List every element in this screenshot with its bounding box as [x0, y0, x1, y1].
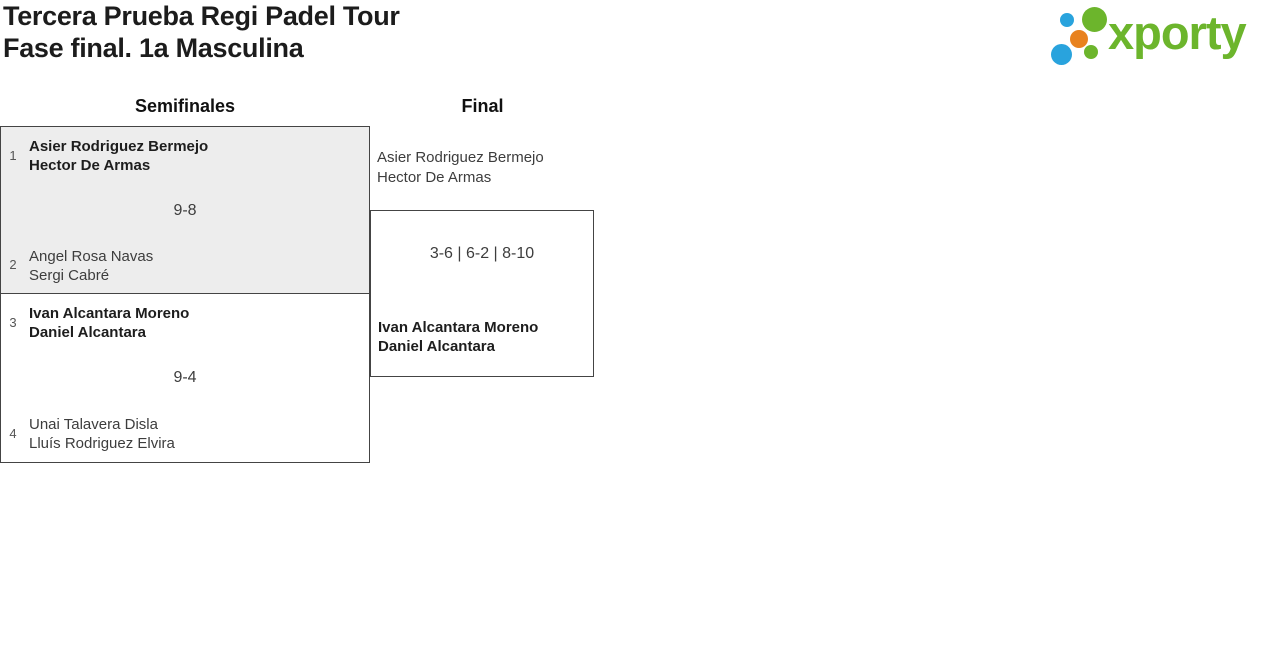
match-score: 9-4: [173, 369, 197, 386]
logo-dot-icon: [1051, 44, 1072, 65]
match-semifinal-1: 1 Asier Rodriguez Bermejo Hector De Arma…: [0, 126, 370, 294]
team-semifinal1-top: Asier Rodriguez Bermejo Hector De Armas: [29, 137, 208, 175]
match-semifinal-2: 3 Ivan Alcantara Moreno Daniel Alcantara…: [0, 293, 370, 463]
logo-dot-icon: [1084, 45, 1098, 59]
seed-number: 2: [9, 257, 17, 272]
match-final: 3-6 | 6-2 | 8-10 Ivan Alcantara Moreno D…: [370, 210, 594, 377]
player-name: Asier Rodriguez Bermejo: [29, 138, 209, 155]
page-title: Tercera Prueba Regi Padel Tour Fase fina…: [3, 0, 400, 64]
player-name: Daniel Alcantara: [378, 338, 495, 355]
final-score: 3-6 | 6-2 | 8-10: [429, 245, 535, 262]
xporty-logo[interactable]: xporty: [1048, 5, 1278, 71]
round-header-final: Final: [461, 96, 504, 116]
tournament-name: Tercera Prueba Regi Padel Tour: [3, 1, 400, 31]
logo-dot-icon: [1060, 13, 1074, 27]
phase-name: Fase final. 1a Masculina: [3, 33, 304, 63]
xporty-wordmark: xporty: [1108, 6, 1247, 59]
player-name: Angel Rosa Navas: [29, 248, 154, 265]
player-name: Lluís Rodriguez Elvira: [29, 435, 175, 452]
player-name: Sergi Cabré: [29, 267, 110, 284]
seed-number: 1: [9, 148, 17, 163]
logo-dot-icon: [1070, 30, 1088, 48]
team-semifinal1-bottom: Angel Rosa Navas Sergi Cabré: [29, 247, 153, 285]
round-header-semifinals: Semifinales: [134, 96, 236, 116]
player-name: Hector De Armas: [377, 169, 492, 186]
player-name: Ivan Alcantara Moreno: [29, 305, 190, 322]
player-name: Unai Talavera Disla: [29, 416, 158, 433]
seed-number: 4: [9, 426, 17, 441]
team-semifinal2-bottom: Unai Talavera Disla Lluís Rodriguez Elvi…: [29, 415, 175, 453]
team-semifinal2-top: Ivan Alcantara Moreno Daniel Alcantara: [29, 304, 189, 342]
team-finalist-bottom: Ivan Alcantara Moreno Daniel Alcantara: [378, 318, 538, 356]
player-name: Asier Rodriguez Bermejo: [377, 149, 544, 166]
player-name: Hector De Armas: [29, 157, 151, 174]
seed-number: 3: [9, 315, 17, 330]
player-name: Daniel Alcantara: [29, 324, 146, 341]
player-name: Ivan Alcantara Moreno: [378, 319, 539, 336]
match-score: 9-8: [173, 202, 197, 219]
team-finalist-top: Asier Rodriguez Bermejo Hector De Armas: [377, 148, 544, 188]
logo-dot-icon: [1082, 7, 1107, 32]
